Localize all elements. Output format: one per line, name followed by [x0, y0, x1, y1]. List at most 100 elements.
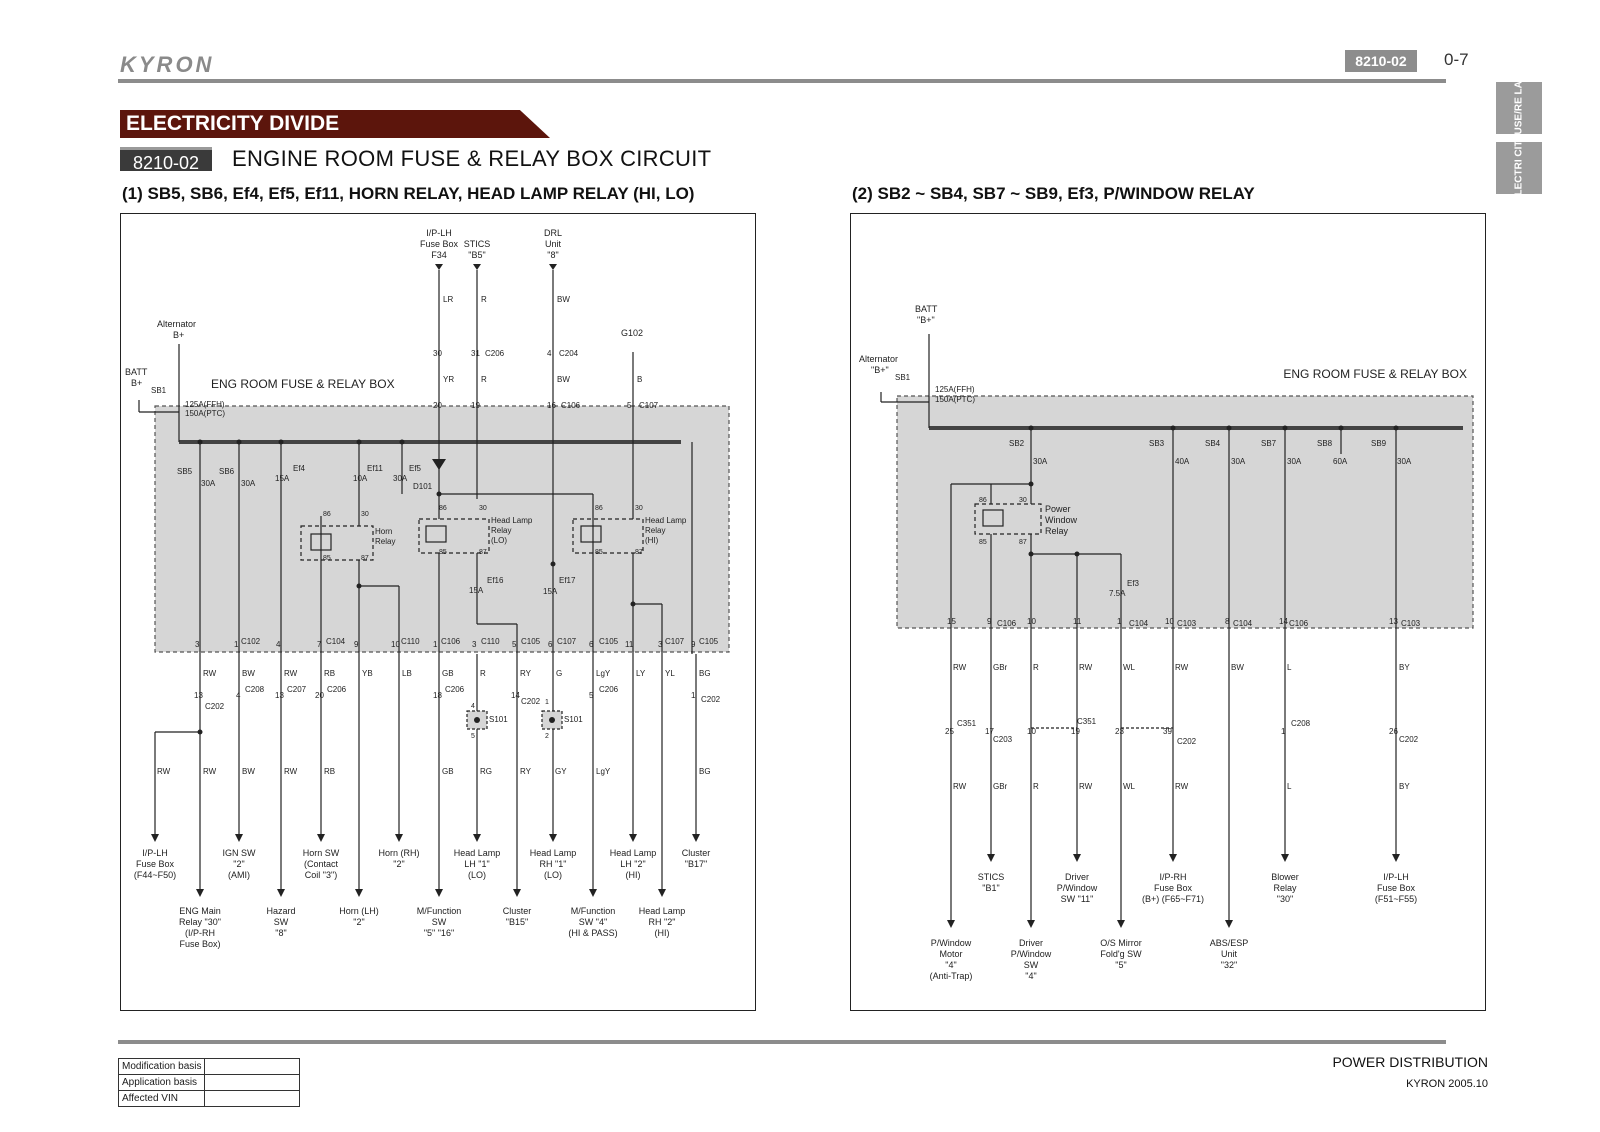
- fuse-box-label: ENG ROOM FUSE & RELAY BOX: [1283, 367, 1467, 381]
- destination-label: SW "11": [1061, 894, 1094, 904]
- side-tab-fuse-relay[interactable]: FUSE/RE LAY: [1496, 75, 1542, 141]
- destination-label: Fuse Box: [1154, 883, 1193, 893]
- top-source-label: Unit: [545, 239, 562, 249]
- destination-label: Head Lamp: [610, 848, 657, 858]
- destination-label: IGN SW: [223, 848, 257, 858]
- sb1-rating: 125A(FFH): [185, 400, 225, 409]
- fuse-rating: 30A: [393, 474, 408, 483]
- destination-label: (Contact: [304, 859, 339, 869]
- battery-label: BATT: [125, 367, 148, 377]
- wire-color: L: [1287, 663, 1292, 672]
- pin-number: 20: [315, 691, 324, 700]
- wire-color: RB: [324, 669, 335, 678]
- alternator-pin: "B+": [871, 365, 889, 375]
- pin-number: 39: [1163, 727, 1172, 736]
- wire-color: RB: [324, 767, 335, 776]
- destination-label: RH "1": [540, 859, 567, 869]
- connector-label: C105: [521, 637, 541, 646]
- pin-number: 19: [471, 401, 480, 410]
- fuse-name: Ef16: [487, 576, 504, 585]
- wire-color: RW: [203, 669, 217, 678]
- connector-label: C102: [241, 637, 261, 646]
- pin-number: 1: [1117, 617, 1122, 626]
- wire-color: BW: [1231, 663, 1244, 672]
- destination-label: ENG Main: [179, 906, 221, 916]
- destination-label: P/Window: [931, 938, 972, 948]
- fuse-name: Ef3: [1127, 579, 1140, 588]
- fuse-name: Ef4: [293, 464, 306, 473]
- pin-number: 10: [1027, 727, 1036, 736]
- destination-label: Head Lamp: [530, 848, 577, 858]
- section-code: 8210-02: [120, 147, 212, 173]
- fuse-name: SB8: [1317, 439, 1333, 448]
- side-tab-electricity[interactable]: ELECTRI CITY: [1496, 134, 1542, 202]
- pin-number: 13: [275, 691, 284, 700]
- connector-label: C110: [481, 637, 500, 646]
- left-diagram-subtitle: (1) SB5, SB6, Ef4, Ef5, Ef11, HORN RELAY…: [122, 184, 695, 203]
- pin-number: 1: [1281, 727, 1286, 736]
- pin-number: 11: [1073, 617, 1082, 626]
- wire-color: RY: [520, 767, 532, 776]
- relay-pin: 87: [635, 549, 643, 556]
- sb1-label: SB1: [151, 386, 167, 395]
- pin-number: 19: [1071, 727, 1080, 736]
- relay-label: Power: [1045, 504, 1071, 514]
- pin-number: 9: [354, 640, 359, 649]
- destination-label: Motor: [939, 949, 962, 959]
- pin-number: 31: [471, 349, 480, 358]
- fuse-name: SB4: [1205, 439, 1221, 448]
- battery-pin: B+: [131, 378, 142, 388]
- connector-label: C103: [1401, 619, 1421, 628]
- wire-color: BG: [699, 767, 711, 776]
- pin-number: 3: [472, 640, 477, 649]
- pin-number: 23: [1115, 727, 1124, 736]
- relay-pin: 87: [1019, 539, 1027, 546]
- pin-number: 4: [547, 349, 552, 358]
- wire-color: RW: [284, 767, 298, 776]
- wire-color: L: [1287, 782, 1292, 791]
- pin-number: 14: [511, 691, 520, 700]
- pin-number: 5: [512, 640, 517, 649]
- relay-label: Horn: [375, 527, 392, 536]
- wire-color: LgY: [596, 669, 611, 678]
- destination-label: Fuse Box: [136, 859, 175, 869]
- destination-label: Hazard: [266, 906, 295, 916]
- fuse-rating: 30A: [241, 479, 256, 488]
- mod-row-label: Application basis: [117, 1074, 206, 1091]
- wire-color: RY: [520, 669, 532, 678]
- destination-label: (I/P-RH: [185, 928, 215, 938]
- wire-color: BW: [242, 767, 255, 776]
- destination-label: (LO): [468, 870, 486, 880]
- relay-pin: 87: [479, 549, 487, 556]
- top-source-label: "8": [547, 250, 558, 260]
- wire-color: R: [481, 375, 487, 384]
- connector-label: C103: [1177, 619, 1197, 628]
- side-tab-label: ELECTRI CITY: [1513, 133, 1525, 203]
- destination-label: SW: [274, 917, 289, 927]
- destination-label: I/P-LH: [1383, 872, 1409, 882]
- connector-label: C104: [1129, 619, 1149, 628]
- sb1-rating: 150A(PTC): [185, 409, 225, 418]
- connector-label: C104: [326, 637, 346, 646]
- destination-label: (HI): [626, 870, 641, 880]
- wire-color: RW: [284, 669, 298, 678]
- connector-label: C202: [205, 702, 225, 711]
- wire-color: BG: [699, 669, 711, 678]
- wire-color: GBr: [993, 663, 1008, 672]
- destination-label: "30": [1277, 894, 1293, 904]
- pin-number: 6: [589, 640, 594, 649]
- footer-subtitle: KYRON 2005.10: [1406, 1078, 1488, 1090]
- left-circuit-panel: I/P-LH Fuse Box F34 STICS "B5" DRL Unit …: [120, 213, 756, 1011]
- destination-label: Blower: [1271, 872, 1299, 882]
- top-source-label: Fuse Box: [420, 239, 459, 249]
- doc-code-badge: 8210-02: [1345, 50, 1417, 72]
- wire-color: RG: [480, 767, 492, 776]
- connector-label: C107: [665, 637, 685, 646]
- connector-label: C207: [287, 685, 307, 694]
- relay-label: Relay: [375, 537, 395, 546]
- section-banner: ELECTRICITY DIVIDE: [120, 110, 550, 138]
- battery-label: BATT: [915, 304, 938, 314]
- top-source-label: STICS: [464, 239, 491, 249]
- fuse-name: SB5: [177, 467, 193, 476]
- destination-label: "2": [233, 859, 244, 869]
